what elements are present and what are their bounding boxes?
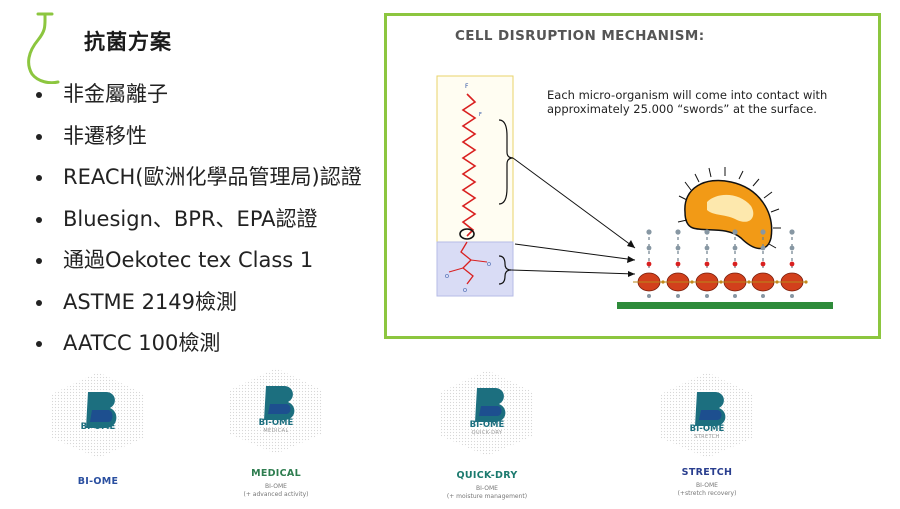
fabric-surface bbox=[617, 302, 833, 309]
logo-wordmark: BI-OME bbox=[689, 424, 725, 434]
product-name: STRETCH bbox=[681, 467, 733, 478]
slide-title: 抗菌方案 bbox=[84, 30, 172, 54]
feature-item: ASTME 2149檢測 bbox=[36, 284, 396, 326]
svg-text:F: F bbox=[465, 83, 469, 90]
feature-item-text: 非遷移性 bbox=[63, 123, 147, 148]
logo-subtitle: STRETCH bbox=[694, 434, 720, 440]
feature-item-text: 通過Oekotec tex Class 1 bbox=[63, 248, 314, 272]
hexagon-badge-icon bbox=[441, 370, 533, 456]
silicon-atom-highlight bbox=[459, 228, 475, 240]
feature-item: Bluesign、BPR、EPA認證 bbox=[36, 201, 396, 243]
molecule-zigzag-chain bbox=[461, 93, 477, 237]
svg-text:O: O bbox=[487, 262, 491, 268]
logo-wordmark: BI-OME bbox=[258, 418, 294, 428]
antimicrobial-spikes bbox=[646, 229, 795, 272]
title-bracket-decoration bbox=[27, 12, 60, 84]
feature-item: REACH(歐洲化學品管理局)認證 bbox=[36, 159, 396, 201]
bacterium-icon bbox=[677, 167, 781, 250]
feature-item-text: AATCC 100檢測 bbox=[63, 331, 221, 355]
pointer-arrow bbox=[510, 269, 636, 275]
anchor-bond bbox=[470, 259, 488, 263]
figure-caption: Each micro-organism will come into conta… bbox=[547, 88, 828, 116]
bullet-icon bbox=[36, 133, 42, 140]
pointer-arrow bbox=[512, 157, 636, 249]
product-note: (+ moisture management) bbox=[446, 493, 528, 500]
bullet-icon bbox=[36, 258, 42, 264]
pointer-arrow bbox=[514, 243, 636, 261]
logo-wordmark: BI-OME bbox=[469, 420, 505, 430]
molecule-anchor-box bbox=[436, 241, 514, 297]
hexagon-badge-icon bbox=[230, 368, 322, 454]
feature-item: 非金屬離子 bbox=[36, 76, 396, 118]
mechanism-figure: F F O O O bbox=[384, 13, 881, 339]
anchor-bond bbox=[448, 267, 464, 273]
logo-subtitle: QUICK-DRY bbox=[471, 430, 503, 436]
product-name: QUICK-DRY bbox=[456, 470, 518, 481]
feature-item: 通過Oekotec tex Class 1 bbox=[36, 242, 396, 284]
product-note: BI-OME bbox=[476, 485, 498, 492]
bullet-icon bbox=[36, 92, 42, 98]
feature-item-text: 非金屬離子 bbox=[63, 82, 168, 106]
mechanism-illustration: F F O O O bbox=[436, 75, 833, 309]
svg-text:O: O bbox=[463, 288, 467, 294]
svg-text:F: F bbox=[479, 112, 482, 118]
hexagon-badge-icon bbox=[661, 372, 753, 458]
feature-item-text: ASTME 2149檢測 bbox=[63, 289, 238, 314]
bullet-icon bbox=[36, 216, 42, 223]
product-note: BI-OME bbox=[265, 483, 287, 490]
molecule-anchor-chain bbox=[460, 241, 474, 285]
product-name: BI-OME bbox=[77, 476, 119, 487]
logo-wordmark: BI-OME bbox=[80, 422, 116, 432]
hexagon-badge-icon bbox=[52, 372, 144, 458]
feature-item: AATCC 100檢測 bbox=[36, 325, 396, 367]
feature-list: 非金屬離子 非遷移性 REACH(歐洲化學品管理局)認證 Bluesign、BP… bbox=[36, 76, 396, 367]
feature-item-text: REACH(歐洲化學品管理局)認證 bbox=[63, 165, 362, 189]
figure-title: CELL DISRUPTION MECHANISM: bbox=[455, 28, 705, 44]
product-name: MEDICAL bbox=[251, 468, 301, 479]
svg-text:O: O bbox=[445, 274, 449, 280]
feature-item: 非遷移性 bbox=[36, 118, 396, 160]
product-note: BI-OME bbox=[696, 482, 718, 489]
bullet-icon bbox=[36, 175, 42, 181]
bullet-icon bbox=[36, 341, 42, 347]
product-note: (+ advanced activity) bbox=[243, 491, 309, 498]
product-note: (+stretch recovery) bbox=[677, 490, 737, 497]
bullet-icon bbox=[36, 299, 42, 306]
feature-item-text: Bluesign、BPR、EPA認證 bbox=[63, 206, 318, 231]
logo-subtitle: MEDICAL bbox=[263, 428, 289, 434]
